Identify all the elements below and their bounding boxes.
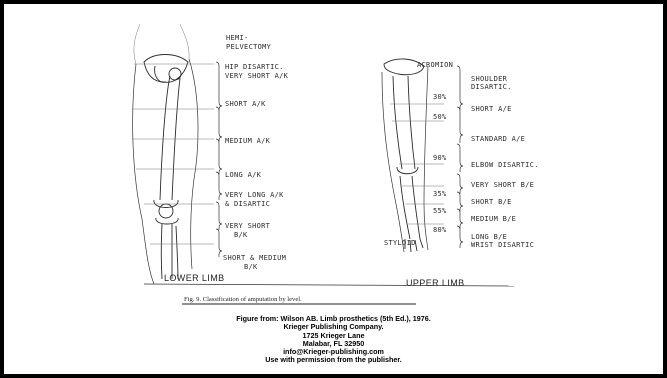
figure-caption: Fig. 9. Classification of amputation by …: [184, 296, 302, 303]
lower-level-label: MEDIUM A/K: [225, 137, 271, 145]
upper-level-label: SHOULDER: [471, 75, 508, 83]
upper-level-label: ELBOW DISARTIC.: [471, 161, 539, 169]
upper-percent-label: 30%: [433, 93, 447, 101]
lower-level-label: & DISARTIC: [225, 200, 270, 208]
upper-level-label: VERY SHORT B/E: [471, 181, 534, 189]
upper-brackets: [457, 66, 463, 248]
lower-level-label: HIP DISARTIC.: [225, 63, 284, 71]
lower-level-label: VERY SHORT: [225, 222, 271, 230]
upper-level-label: SHORT B/E: [471, 198, 512, 206]
upper-percent-label: 35%: [433, 190, 447, 198]
upper-limb-title: UPPER LIMB: [406, 278, 465, 288]
upper-level-label: MEDIUM B/E: [471, 215, 516, 223]
credit-block: Figure from: Wilson AB. Limb prosthetics…: [4, 315, 663, 365]
upper-level-label: WRIST DISARTIC: [471, 241, 534, 249]
upper-level-label: STANDARD A/E: [471, 135, 525, 143]
upper-percent-label: 55%: [433, 207, 447, 215]
lower-level-label: PELVECTOMY: [226, 43, 272, 51]
upper-percent-label: 80%: [433, 226, 447, 234]
upper-level-label: DISARTIC.: [471, 83, 512, 91]
upper-percent-label: 90%: [433, 154, 447, 162]
lower-limb-title: LOWER LIMB: [164, 273, 225, 283]
lower-level-label: B/K: [234, 231, 248, 239]
lower-level-label: SHORT & MEDIUM: [223, 254, 286, 262]
credit-line: Use with permission from the publisher.: [4, 356, 663, 364]
upper-landmark-label: STYLOID: [384, 239, 416, 247]
lower-level-label: B/K: [244, 263, 258, 271]
lower-limb-drawing: [132, 24, 214, 284]
lower-brackets: [216, 62, 222, 257]
lower-level-label: VERY SHORT A/K: [225, 72, 289, 80]
upper-percent-label: 50%: [433, 113, 447, 121]
upper-level-label: SHORT A/E: [471, 105, 512, 113]
lower-level-label: HEMI-: [226, 34, 249, 42]
slide: HEMI- PELVECTOMY HIP DISARTIC. VERY SHOR…: [4, 4, 663, 374]
lower-level-label: LONG A/K: [225, 171, 262, 179]
lower-level-label: VERY LONG A/K: [225, 191, 284, 199]
lower-level-label: SHORT A/K: [225, 100, 266, 108]
upper-level-label: LONG B/E: [471, 233, 507, 241]
upper-landmark-label: ACROMION: [417, 61, 453, 69]
